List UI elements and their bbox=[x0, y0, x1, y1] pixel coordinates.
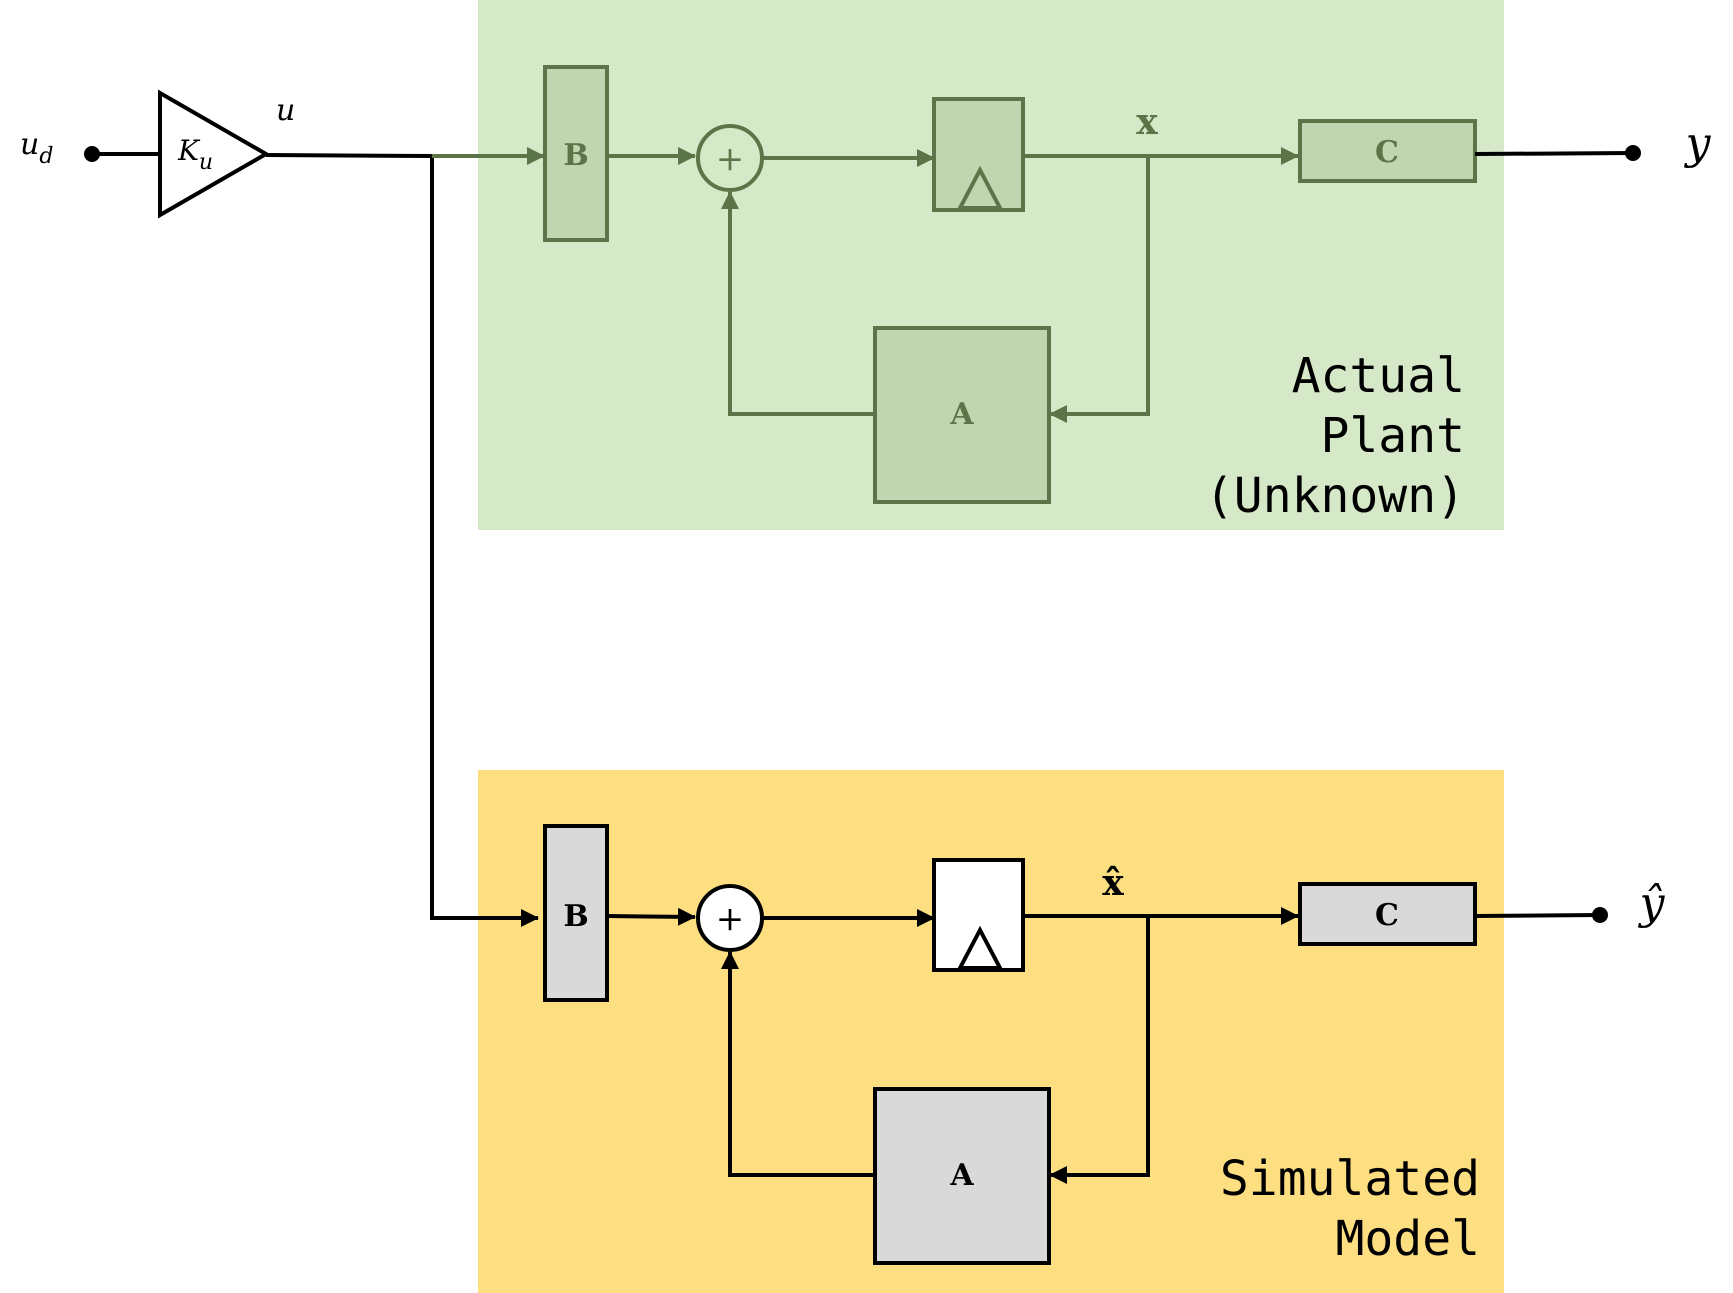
model-title-line-2: Model bbox=[1336, 1211, 1481, 1267]
gain-block bbox=[158, 89, 271, 219]
model-state-label: x̂ bbox=[1102, 862, 1124, 904]
u-branch-wire bbox=[430, 156, 539, 927]
model-a-label: A bbox=[949, 1158, 974, 1193]
model-c-label: C bbox=[1375, 898, 1399, 933]
model-b-label: B bbox=[563, 899, 588, 934]
signal-u-label: u bbox=[276, 93, 295, 128]
model-b-block bbox=[543, 824, 609, 1002]
plant-sum-symbol: + bbox=[716, 139, 745, 179]
model-a-block bbox=[873, 1087, 1051, 1265]
plant-c-label: C bbox=[1375, 135, 1399, 170]
model-feedback-down bbox=[1049, 918, 1150, 1184]
plant-feedback-down bbox=[1049, 158, 1150, 423]
plant-system: B + x A C y Actual Plant (Unknown) bbox=[543, 65, 1712, 524]
plant-a-block bbox=[873, 326, 1051, 504]
model-sum-symbol: + bbox=[716, 899, 745, 939]
input-section: ud Ku u bbox=[20, 89, 545, 927]
plant-integrator-block bbox=[932, 97, 1025, 212]
plant-output-terminal bbox=[1625, 145, 1641, 161]
model-title-line-1: Simulated bbox=[1220, 1151, 1480, 1207]
plant-a-label: A bbox=[949, 397, 974, 432]
model-output-label: ŷ bbox=[1638, 878, 1666, 929]
plant-title-line-2: Plant bbox=[1321, 408, 1466, 464]
input-ud-label: ud bbox=[20, 127, 53, 169]
plant-c-block bbox=[1298, 119, 1477, 183]
gain-label: Ku bbox=[177, 134, 213, 175]
model-feedback-up bbox=[721, 951, 875, 1177]
model-integrator-block bbox=[932, 858, 1025, 972]
plant-integrator-triangle bbox=[956, 165, 1004, 210]
plant-title-line-1: Actual bbox=[1292, 348, 1465, 404]
plant-state-label: x bbox=[1136, 101, 1158, 143]
model-system: B + x̂ A C ŷ Simulated Model bbox=[543, 824, 1666, 1267]
model-integrator-triangle bbox=[956, 925, 1004, 970]
plant-output-label: y bbox=[1684, 118, 1712, 169]
plant-b-label: B bbox=[563, 138, 588, 173]
model-output-terminal bbox=[1592, 907, 1608, 923]
plant-b-block bbox=[543, 65, 609, 242]
plant-title-line-3: (Unknown) bbox=[1205, 468, 1465, 524]
model-c-block bbox=[1298, 882, 1477, 946]
plant-feedback-up bbox=[721, 191, 875, 416]
